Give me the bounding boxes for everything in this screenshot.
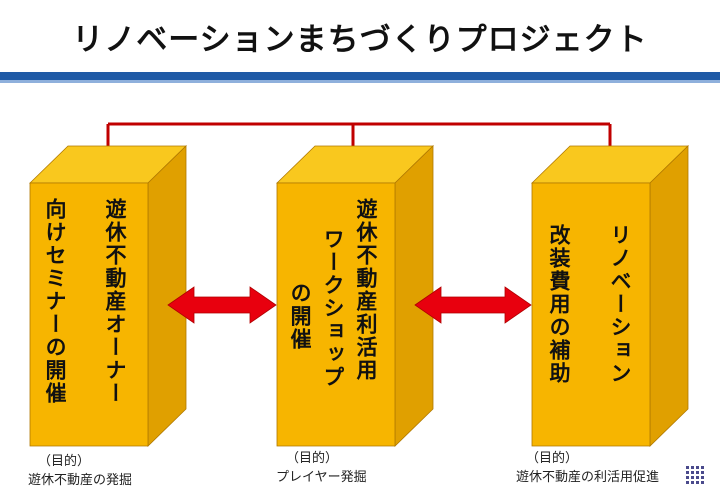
box-3-prism xyxy=(531,145,689,447)
box-1-purpose-text: 遊休不動産の発掘 xyxy=(28,473,133,488)
box-2-line-1: 遊休不動産利活用 xyxy=(354,198,378,382)
box-3-front-face xyxy=(531,182,651,447)
box-2-line-3: の開催 xyxy=(288,282,312,351)
box-2-prism xyxy=(276,145,434,447)
page-title: リノベーションまちづくりプロジェクト xyxy=(72,22,648,58)
double-arrow-right xyxy=(414,286,532,324)
double-arrow-left xyxy=(167,286,277,324)
box-3-purpose-text: 遊休不動産の利活用促進 xyxy=(516,470,660,485)
box-1-prism xyxy=(29,145,187,447)
box-3-line-2: 改装費用の補助 xyxy=(547,224,571,385)
box-1-front-face xyxy=(29,182,149,447)
box-1-line-2: 向けセミナーの開催 xyxy=(43,198,67,405)
box-3-side-face xyxy=(649,145,689,447)
box-2-purpose-label: （目的） xyxy=(286,451,339,466)
box-1-line-1: 遊休不動産オーナー xyxy=(103,198,127,405)
box-2-purpose: （目的） プレイヤー発掘 xyxy=(276,449,367,487)
box-3-purpose: （目的） 遊休不動産の利活用促進 xyxy=(516,449,659,487)
title-underline-bar xyxy=(0,72,720,80)
box-1-purpose: （目的） 遊休不動産の発掘 xyxy=(28,452,132,490)
box-1-purpose-label: （目的） xyxy=(38,454,91,469)
corner-logo-icon xyxy=(686,466,704,484)
box-2-line-2: ワークショップ xyxy=(321,228,345,389)
box-2-front-face xyxy=(276,182,396,447)
box-2-purpose-text: プレイヤー発掘 xyxy=(276,470,367,485)
box-3-purpose-label: （目的） xyxy=(526,451,579,466)
box-3-line-1: リノベーション xyxy=(608,224,632,385)
title-underline-shadow xyxy=(0,80,720,83)
